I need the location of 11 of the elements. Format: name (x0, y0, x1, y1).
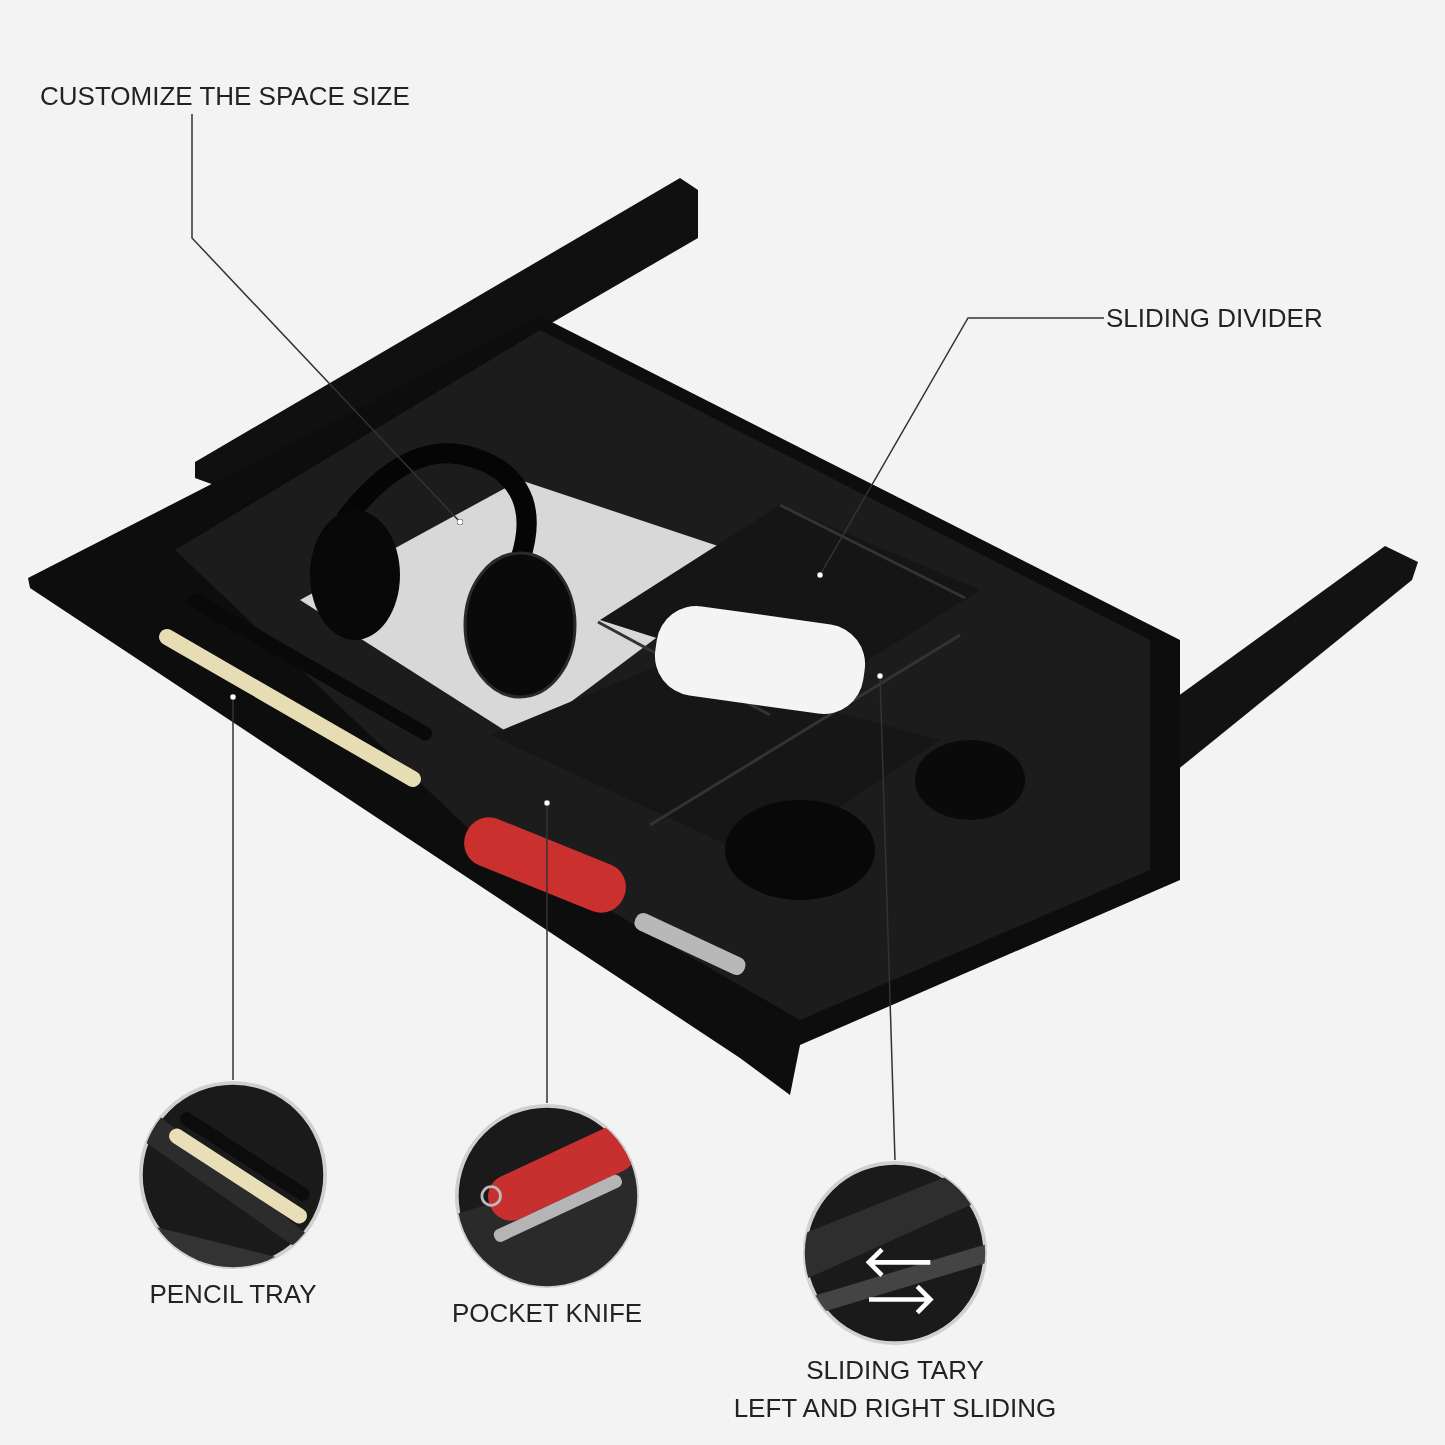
callout-label: CUSTOMIZE THE SPACE SIZE (40, 80, 411, 112)
leader-line (816, 317, 1105, 579)
callout-label: LEFT AND RIGHT SLIDING (733, 1392, 1057, 1424)
callout-label: PENCIL TRAY (149, 1278, 317, 1310)
callout-label: POCKET KNIFE (451, 1297, 643, 1329)
leader-line (876, 672, 896, 1161)
leader-line (229, 693, 237, 1081)
callout-label: SLIDING DIVIDER (1106, 302, 1324, 334)
leader-line (543, 799, 551, 1104)
leader-line (191, 113, 464, 526)
callout-label: SLIDING TARY (806, 1354, 984, 1386)
